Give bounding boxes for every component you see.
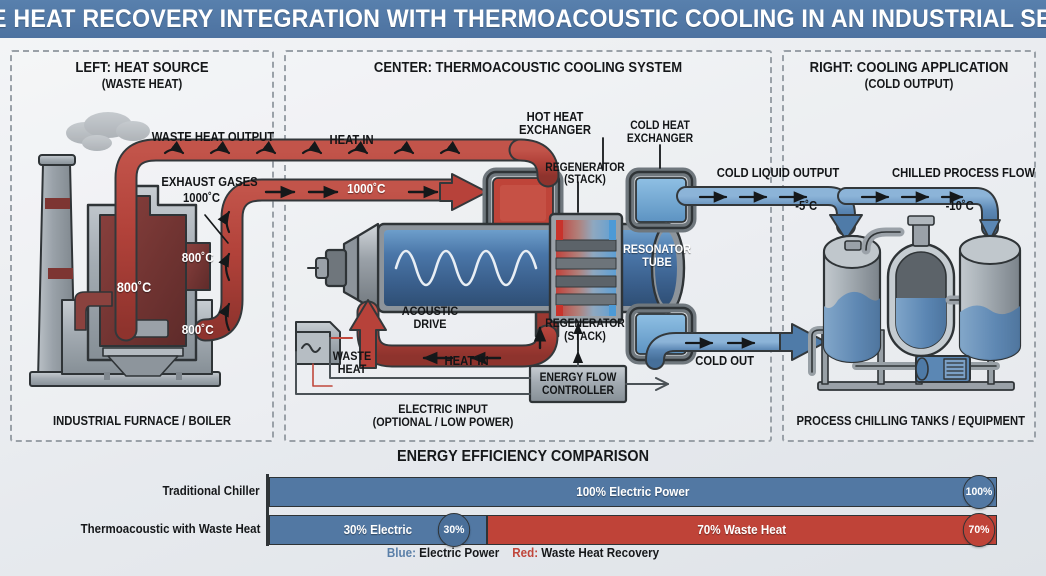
panel-right-title: RIGHT: COOLING APPLICATION — [809, 60, 1009, 76]
panel-right-caption: PROCESS CHILLING TANKS / EQUIPMENT — [796, 414, 1026, 428]
label-regenerator-top-line2: (STACK) — [564, 174, 606, 186]
label-resonator-line2: TUBE — [642, 255, 672, 269]
label-waste-heat-output: WASTE HEAT OUTPUT — [151, 130, 275, 144]
label-temp-1000: 1000˚C — [347, 181, 386, 196]
chart-axis — [266, 474, 269, 546]
label-hot-heat-exchanger-line1: HOT HEAT — [526, 110, 584, 124]
page-title: WASTE HEAT RECOVERY INTEGRATION WITH THE… — [0, 4, 1046, 33]
label-resonator-line1: RESONATOR — [622, 242, 692, 256]
label-controller-line2: CONTROLLER — [542, 385, 614, 397]
legend-red-label: Waste Heat Recovery — [541, 546, 660, 560]
label-regenerator-top-line1: REGENERATOR — [545, 162, 625, 174]
label-cold-heat-exchanger-line1: COLD HEAT — [630, 120, 690, 132]
panel-right-subtitle: (COLD OUTPUT) — [864, 77, 954, 91]
chart-badge-100: 100% — [962, 475, 996, 509]
label-exhaust-temp: 1000˚C — [183, 191, 220, 205]
chart-title: ENERGY EFFICIENCY COMPARISON — [396, 448, 650, 465]
label-heat-in-bottom: HEAT IN — [444, 354, 489, 368]
chart-legend: Blue: Electric Power Red: Waste Heat Rec… — [37, 546, 1010, 560]
label-acoustic-drive-line1: ACOUSTIC — [401, 304, 459, 318]
energy-efficiency-chart: ENERGY EFFICIENCY COMPARISON Traditional… — [0, 446, 1046, 576]
chart-row-label-1: Thermoacoustic with Waste Heat — [80, 522, 260, 536]
label-cold-heat-exchanger-line2: EXCHANGER — [626, 133, 694, 145]
label-exhaust-gases: EXHAUST GASES — [161, 175, 258, 189]
label-furnace-temp-right: 800˚C — [181, 250, 214, 265]
chart-bar-label-0-0: 100% Electric Power — [576, 485, 690, 499]
panel-left-subtitle: (WASTE HEAT) — [101, 77, 183, 91]
label-waste-heat-line2: HEAT — [337, 362, 367, 376]
label-heat-in-top: HEAT IN — [329, 133, 374, 147]
label-cold-liquid-output: COLD LIQUID OUTPUT — [716, 166, 840, 180]
panel-left-caption: INDUSTRIAL FURNACE / BOILER — [53, 414, 231, 428]
page-title-bar: WASTE HEAT RECOVERY INTEGRATION WITH THE… — [0, 0, 1046, 38]
label-controller-line1: ENERGY FLOW — [539, 372, 617, 384]
label-furnace-temp-body: 800˚C — [116, 279, 152, 295]
label-regenerator-bottom-line1: REGENERATOR — [545, 318, 625, 330]
chart-bar-label-1-0: 30% Electric — [343, 523, 413, 537]
label-temp-minus5: -5˚C — [795, 199, 818, 213]
chart-badge-70: 70% — [962, 513, 996, 547]
legend-blue-key: Blue: — [386, 546, 416, 560]
chart-bar-traditional-electric[interactable]: 100% Electric Power — [269, 477, 997, 507]
legend-blue-label: Electric Power — [419, 546, 500, 560]
label-acoustic-drive-line2: DRIVE — [413, 317, 447, 331]
panel-right-header: RIGHT: COOLING APPLICATION (COLD OUTPUT) — [784, 60, 1034, 91]
legend-red-key: Red: — [512, 546, 539, 560]
panel-left-title: LEFT: HEAT SOURCE — [75, 60, 209, 76]
panel-left-header: LEFT: HEAT SOURCE (WASTE HEAT) — [12, 60, 272, 91]
label-cold-out: COLD OUT — [695, 354, 755, 368]
label-hot-heat-exchanger-line2: EXCHANGER — [519, 123, 591, 137]
panel-center-title: CENTER: THERMOACOUSTIC COOLING SYSTEM — [373, 60, 683, 76]
chart-badge-30: 30% — [437, 513, 471, 547]
panel-right-cooling-application: RIGHT: COOLING APPLICATION (COLD OUTPUT)… — [782, 50, 1036, 442]
label-regenerator-bottom-line2: (STACK) — [564, 331, 606, 343]
label-waste-heat-line1: WASTE — [332, 349, 372, 363]
chart-bar-label-1-1: 70% Waste Heat — [697, 523, 787, 537]
panel-center-header: CENTER: THERMOACOUSTIC COOLING SYSTEM — [286, 60, 770, 76]
label-chilled-process-flow: CHILLED PROCESS FLOW — [891, 166, 1036, 180]
label-furnace-temp-low: 800˚C — [181, 322, 214, 337]
label-temp-minus10: -10˚C — [945, 199, 974, 213]
chart-bar-thermoacoustic-waste[interactable]: 70% Waste Heat — [487, 515, 997, 545]
label-electric-input-line2: (OPTIONAL / LOW POWER) — [372, 415, 514, 429]
label-electric-input-line1: ELECTRIC INPUT — [398, 402, 488, 416]
panel-left-heat-source: LEFT: HEAT SOURCE (WASTE HEAT) INDUSTRIA… — [10, 50, 274, 442]
chart-row-label-0: Traditional Chiller — [162, 484, 260, 498]
